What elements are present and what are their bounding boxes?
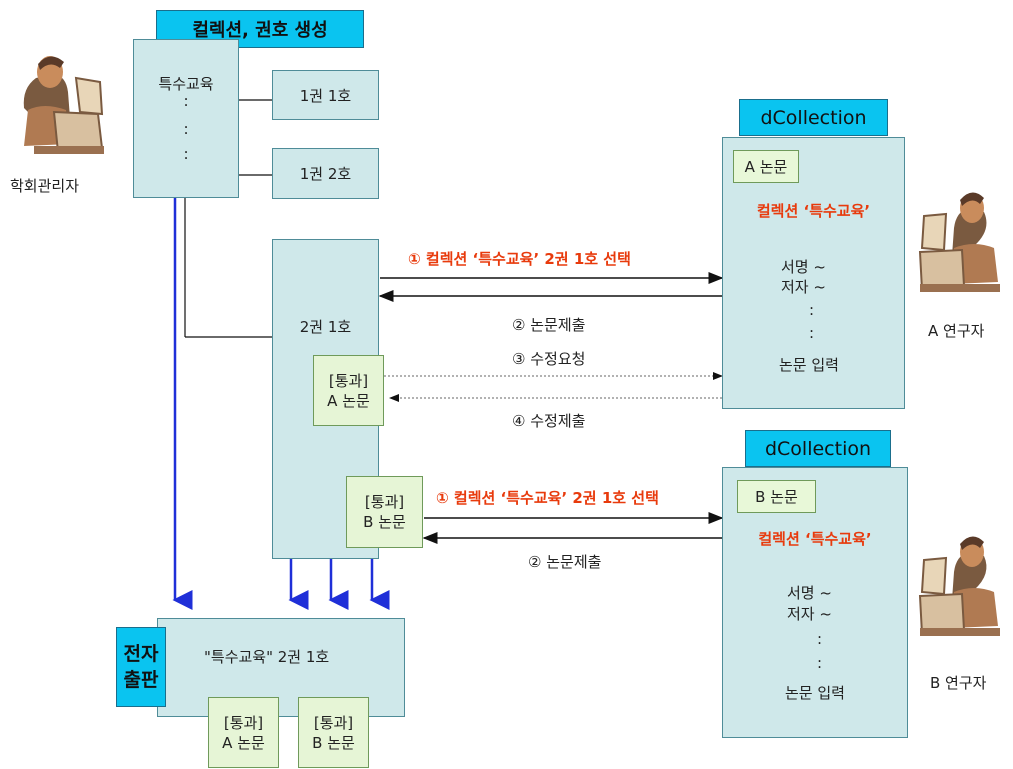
publish-title: "특수교육" 2권 1호 [204,648,330,666]
admin-collection-box: 특수교육 : : : [133,39,239,198]
collection-dots: : [183,145,189,163]
paper-tag-a: A 논문 [733,150,799,183]
passed-tag: [통과] [313,713,354,732]
field-title: 서명 ~ [781,258,826,276]
researcher-b-icon [918,536,1000,636]
passed-tag: [통과] [328,371,369,390]
revise-submit-label: ④ 수정제출 [512,412,586,430]
published-paper-a: [통과] A 논문 [208,697,279,768]
passed-paper-a: [통과] A 논문 [313,355,384,426]
admin-person-icon [23,56,104,154]
e-publish-tag: 전자 출판 [116,627,166,707]
passed-tag: [통과] [364,493,405,511]
dcollection-panel-a: A 논문 컬렉션 ‘특수교육’ 서명 ~ 저자 ~ : : 논문 입력 [722,137,905,409]
published-paper-b: [통과] B 논문 [298,697,369,768]
collection-create-banner: 컬렉션, 권호 생성 [156,10,364,48]
paper-name: B 논문 [363,513,406,531]
passed-paper-b: [통과] B 논문 [346,476,423,548]
paper-name: B 논문 [312,733,355,752]
submit-label-a: ② 논문제출 [512,316,586,334]
dcollection-header-a: dCollection [739,99,888,136]
paper-input-label: 논문 입력 [779,356,839,374]
select-label-b: ① 컬렉션 ‘특수교육’ 2권 1호 선택 [436,489,659,507]
field-dots: : [809,324,815,342]
revise-request-label: ③ 수정요청 [512,350,586,368]
researcher-a-label: A 연구자 [928,322,985,340]
collection-dots: : [183,92,189,110]
issue-box-2: 1권 2호 [272,148,379,199]
paper-input-label: 논문 입력 [785,684,845,702]
field-dots: : [809,301,815,319]
collection-name: 특수교육 [158,75,214,93]
paper-name: A 논문 [222,733,265,752]
select-label-a: ① 컬렉션 ‘특수교육’ 2권 1호 선택 [408,250,631,268]
field-author: 저자 ~ [781,278,826,296]
field-dots: : [817,654,823,672]
collection-dots: : [183,120,189,138]
field-author: 저자 ~ [787,605,832,623]
dcollection-panel-b: B 논문 컬렉션 ‘특수교육’ 서명 ~ 저자 ~ : : 논문 입력 [722,467,908,738]
dcollection-header-b: dCollection [745,430,891,467]
e-publish-line1: 전자 [123,643,159,665]
passed-tag: [통과] [223,713,264,732]
submit-label-b: ② 논문제출 [528,553,602,571]
paper-tag-b: B 논문 [737,480,816,513]
collection-label-b: 컬렉션 ‘특수교육’ [758,530,872,548]
field-dots: : [817,630,823,648]
paper-name: A 논문 [327,391,370,410]
issue-box-1: 1권 1호 [272,70,379,120]
researcher-b-label: B 연구자 [930,674,987,692]
e-publish-line2: 출판 [123,669,159,691]
field-title: 서명 ~ [787,584,832,602]
collection-label-a: 컬렉션 ‘특수교육’ [756,202,871,220]
admin-label: 학회관리자 [10,177,80,195]
researcher-a-icon [918,192,1000,292]
issue-main-label: 2권 1호 [299,318,352,336]
